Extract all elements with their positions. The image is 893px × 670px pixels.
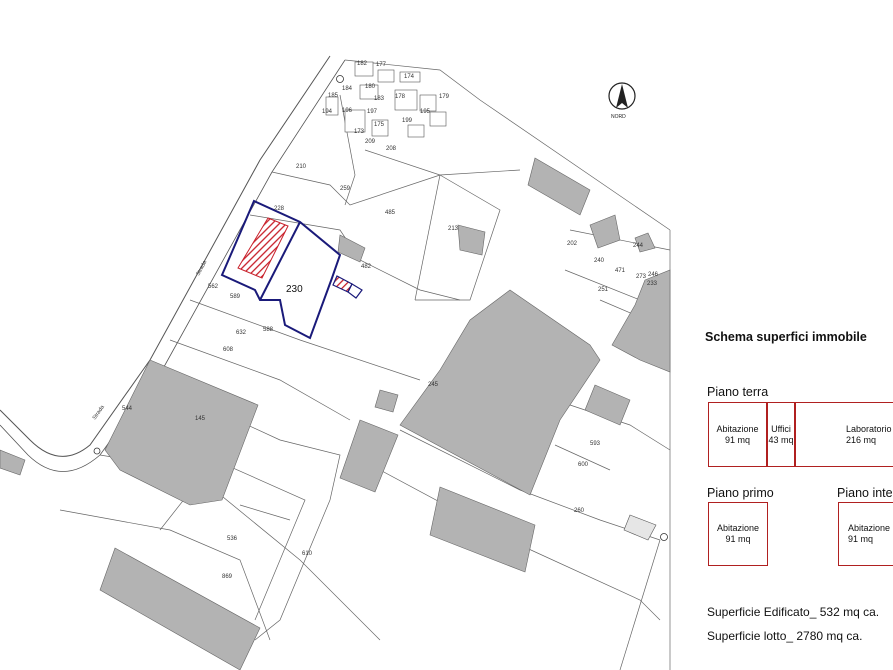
parcel-label: 632	[236, 330, 247, 336]
survey-point-icon	[660, 533, 668, 541]
parcel-label: 869	[222, 574, 233, 580]
built-area-summary: Superficie Edificato_ 532 mq ca.	[707, 605, 880, 619]
parcel-label: 182	[357, 61, 368, 67]
parcel-label: 471	[615, 268, 626, 274]
room-name: Laboratorio	[846, 423, 892, 434]
parcel-label: 208	[386, 146, 397, 152]
parcel-label: 240	[594, 258, 605, 264]
room-area: 91 mq	[848, 534, 874, 544]
room-box-laboratorio: Laboratorio 216 mq	[795, 402, 893, 467]
parcel-label: 179	[439, 94, 450, 100]
houses-cluster	[325, 61, 447, 138]
parcel-label: 177	[376, 62, 387, 68]
north-arrow-icon: NORD	[608, 82, 636, 120]
parcel-number-labels: 182 177 174 185 180 184 183 178 196 197 …	[122, 61, 659, 580]
parcel-label: 259	[340, 186, 351, 192]
parcel-label: 593	[590, 441, 601, 447]
parcel-label: 195	[420, 109, 431, 115]
street-label: Strada	[195, 259, 208, 277]
parcel-label: 246	[648, 272, 659, 278]
parcel-label: 233	[647, 281, 658, 287]
parcel-label: 610	[302, 551, 313, 557]
intermediate-floor-label: Piano inte	[837, 486, 893, 500]
parcel-label: 260	[574, 508, 585, 514]
room-area: 43 mq	[768, 434, 794, 445]
room-box-abitazione-intermediate: Abitazione 91 mq	[838, 502, 893, 566]
parcel-label: 482	[361, 264, 372, 270]
parcel-label: 202	[567, 241, 578, 247]
room-area: 91 mq	[725, 534, 751, 544]
parcel-label: 210	[296, 164, 307, 170]
parcel-label: 173	[354, 129, 365, 135]
small-structure	[623, 514, 657, 541]
parcel-label: 145	[195, 416, 206, 422]
main-parcel-number: 230	[286, 284, 303, 295]
parcel-label: 196	[342, 108, 353, 114]
room-name: Abitazione	[716, 523, 760, 533]
parcel-label: 245	[428, 382, 439, 388]
survey-point-icon	[336, 75, 344, 83]
parcel-label: 180	[365, 84, 376, 90]
room-area: 216 mq	[846, 434, 877, 445]
parcel-label: 588	[263, 327, 274, 333]
parcel-label: 544	[122, 406, 133, 412]
parcel-label: 213	[448, 226, 459, 232]
road-edge-left	[0, 55, 331, 457]
parcel-label: 600	[578, 462, 589, 468]
parcel-division	[259, 221, 301, 301]
parcel-label: 197	[367, 109, 378, 115]
parcel-label: 562	[208, 284, 219, 290]
main-parcel-outline	[220, 199, 342, 340]
parcel-label: 199	[402, 118, 413, 124]
parcel-label: 175	[374, 122, 385, 128]
parcel-label: 228	[274, 206, 285, 212]
parcel-label: 174	[404, 74, 415, 80]
room-box-abitazione-first: Abitazione 91 mq	[708, 502, 768, 566]
ground-floor-label: Piano terra	[707, 385, 769, 399]
parcel-label: 244	[633, 243, 644, 249]
parcel-label: 251	[598, 287, 609, 293]
parcel-label: 194	[322, 109, 333, 115]
room-box-uffici: Uffici 43 mq	[767, 402, 795, 467]
room-box-abitazione-ground: Abitazione 91 mq	[708, 402, 767, 467]
first-floor-label: Piano primo	[707, 486, 774, 500]
panel-title: Schema superfici immobile	[705, 330, 867, 344]
parcel-label: 184	[342, 86, 353, 92]
parcel-label: 273	[636, 274, 647, 280]
street-label: Strada	[92, 404, 107, 421]
room-name: Abitazione	[848, 523, 891, 533]
parcel-label: 608	[223, 347, 234, 353]
parcel-label: 183	[374, 96, 385, 102]
parcel-label: 589	[230, 294, 241, 300]
buildings	[0, 157, 671, 670]
parcel-label: 185	[328, 93, 339, 99]
parcel-label: 485	[385, 210, 396, 216]
room-area: 91 mq	[724, 434, 750, 445]
parcel-label: 536	[227, 536, 238, 542]
survey-point-icon	[93, 447, 101, 455]
parcel-label: 178	[395, 94, 406, 100]
parcel-label: 209	[365, 139, 376, 145]
room-name: Uffici	[771, 423, 791, 434]
lot-area-summary: Superficie lotto_ 2780 mq ca.	[707, 629, 863, 643]
annex-outline	[347, 283, 363, 299]
building-hatched-main	[237, 217, 289, 279]
room-name: Abitazione	[716, 423, 759, 434]
north-label: NORD	[611, 114, 626, 120]
